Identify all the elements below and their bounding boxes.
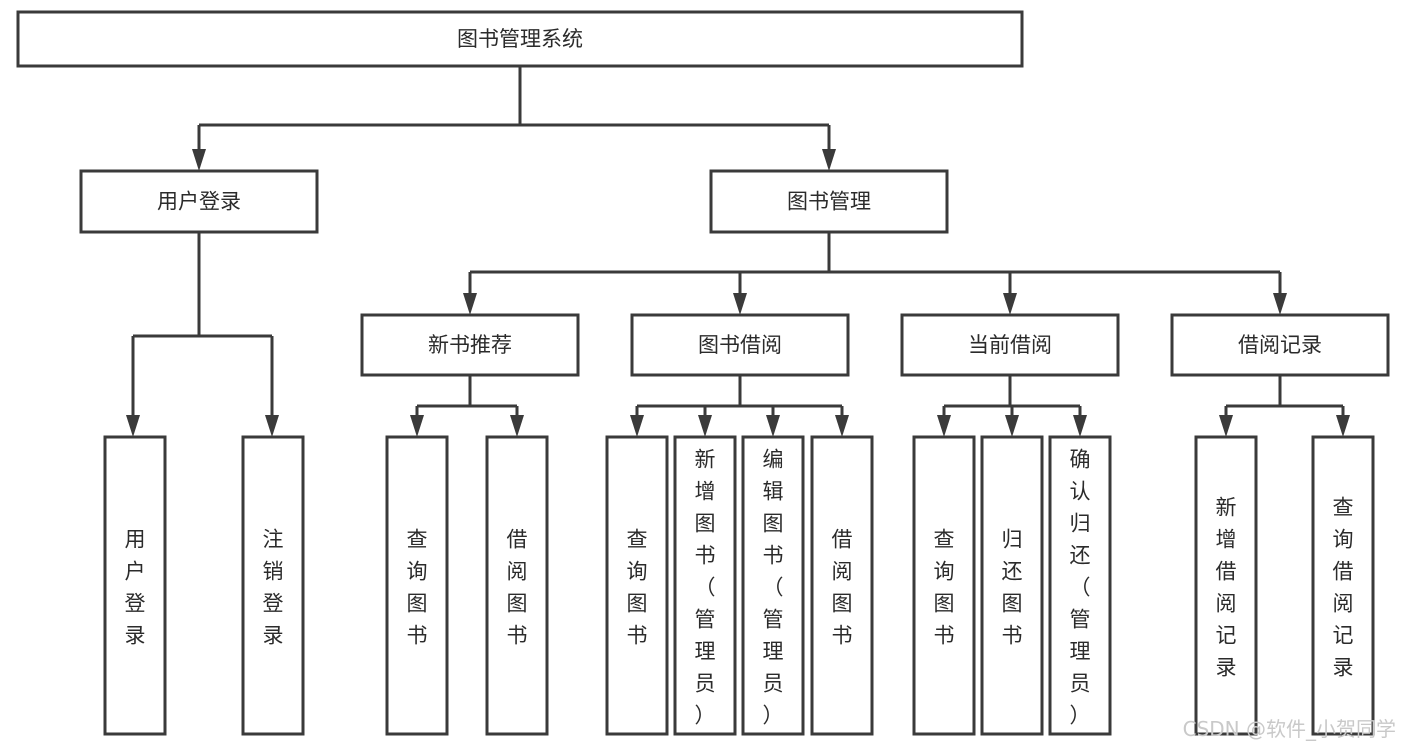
node-label: 归还图书	[1002, 527, 1023, 647]
node-box	[912, 435, 976, 736]
node-borrow-records[interactable]: 借阅记录	[1170, 313, 1390, 377]
node-label: 编辑图书（管理员）	[763, 447, 784, 727]
node-box	[673, 435, 737, 736]
connector-new-book-recommend-split	[410, 375, 524, 437]
node-label: 注销登录	[263, 527, 284, 647]
node-box	[980, 435, 1044, 736]
node-leaf-user-login[interactable]: 用户登录	[103, 435, 167, 736]
arrow-head-icon	[126, 415, 140, 437]
node-leaf-query-book-recommend[interactable]: 查询图书	[385, 435, 449, 736]
arrow-head-icon	[766, 415, 780, 437]
connector-current-borrow-split	[937, 375, 1087, 437]
node-box	[630, 313, 850, 377]
arrow-head-icon	[1003, 293, 1017, 315]
node-label: 新增图书（管理员）	[695, 447, 716, 727]
arrow-head-icon	[1219, 415, 1233, 437]
arrow-head-icon	[835, 415, 849, 437]
connector-root-split	[192, 66, 836, 171]
node-label: 新书推荐	[428, 333, 512, 357]
node-box	[709, 169, 949, 234]
node-label: 查询图书	[934, 527, 955, 647]
connector-book-borrow-split	[630, 375, 849, 437]
node-user-login[interactable]: 用户登录	[79, 169, 319, 234]
node-box	[360, 313, 580, 377]
node-label: 用户登录	[157, 190, 241, 214]
node-box	[1048, 435, 1112, 736]
arrow-head-icon	[1073, 415, 1087, 437]
node-box	[485, 435, 549, 736]
node-leaf-confirm-return[interactable]: 确认归还（管理员）	[1048, 435, 1112, 736]
node-label: 图书借阅	[698, 333, 782, 357]
node-box	[605, 435, 669, 736]
node-leaf-query-borrow-record[interactable]: 查询借阅记录	[1311, 435, 1375, 736]
node-box	[385, 435, 449, 736]
node-box	[810, 435, 874, 736]
node-layer: 图书管理系统用户登录图书管理新书推荐图书借阅当前借阅借阅记录用户登录注销登录查询…	[16, 10, 1390, 736]
node-root-title[interactable]: 图书管理系统	[16, 10, 1024, 68]
node-leaf-edit-book[interactable]: 编辑图书（管理员）	[741, 435, 805, 736]
csdn-watermark: CSDN @软件_小贺同学	[1183, 717, 1396, 741]
node-label: 借阅图书	[507, 527, 528, 647]
node-current-borrow[interactable]: 当前借阅	[900, 313, 1120, 377]
node-label: 图书管理系统	[457, 27, 583, 51]
connector-layer	[126, 66, 1350, 437]
node-label: 借阅记录	[1238, 333, 1322, 357]
arrow-head-icon	[410, 415, 424, 437]
arrow-head-icon	[630, 415, 644, 437]
node-box	[1311, 435, 1375, 736]
arrow-head-icon	[733, 293, 747, 315]
node-box	[16, 10, 1024, 68]
arrow-head-icon	[463, 293, 477, 315]
node-label: 借阅图书	[832, 527, 853, 647]
connector-borrow-records-split	[1219, 375, 1350, 437]
node-book-borrow[interactable]: 图书借阅	[630, 313, 850, 377]
node-box	[900, 313, 1120, 377]
node-leaf-add-book[interactable]: 新增图书（管理员）	[673, 435, 737, 736]
arrow-head-icon	[192, 149, 206, 171]
node-box	[741, 435, 805, 736]
node-leaf-query-book-current[interactable]: 查询图书	[912, 435, 976, 736]
connector-user-login-split	[126, 232, 279, 437]
node-leaf-borrow-book-recommend[interactable]: 借阅图书	[485, 435, 549, 736]
arrow-head-icon	[937, 415, 951, 437]
arrow-head-icon	[1005, 415, 1019, 437]
node-book-management[interactable]: 图书管理	[709, 169, 949, 234]
arrow-head-icon	[265, 415, 279, 437]
arrow-head-icon	[1336, 415, 1350, 437]
node-label: 新增借阅记录	[1216, 495, 1237, 679]
node-box	[1170, 313, 1390, 377]
node-box	[103, 435, 167, 736]
node-label: 查询借阅记录	[1333, 495, 1354, 679]
arrow-head-icon	[698, 415, 712, 437]
node-leaf-query-book-borrow[interactable]: 查询图书	[605, 435, 669, 736]
node-label: 查询图书	[407, 527, 428, 647]
node-box	[1194, 435, 1258, 736]
node-leaf-logout[interactable]: 注销登录	[241, 435, 305, 736]
node-leaf-borrow-book[interactable]: 借阅图书	[810, 435, 874, 736]
arrow-head-icon	[1273, 293, 1287, 315]
node-new-book-recommend[interactable]: 新书推荐	[360, 313, 580, 377]
node-box	[79, 169, 319, 234]
node-leaf-add-borrow-record[interactable]: 新增借阅记录	[1194, 435, 1258, 736]
node-box	[241, 435, 305, 736]
node-label: 查询图书	[627, 527, 648, 647]
node-label: 图书管理	[787, 190, 871, 214]
node-label: 当前借阅	[968, 333, 1052, 357]
arrow-head-icon	[510, 415, 524, 437]
arrow-head-icon	[822, 149, 836, 171]
connector-book-management-split	[463, 232, 1287, 315]
node-leaf-return-book[interactable]: 归还图书	[980, 435, 1044, 736]
node-label: 用户登录	[125, 527, 146, 647]
node-label: 确认归还（管理员）	[1070, 447, 1091, 727]
